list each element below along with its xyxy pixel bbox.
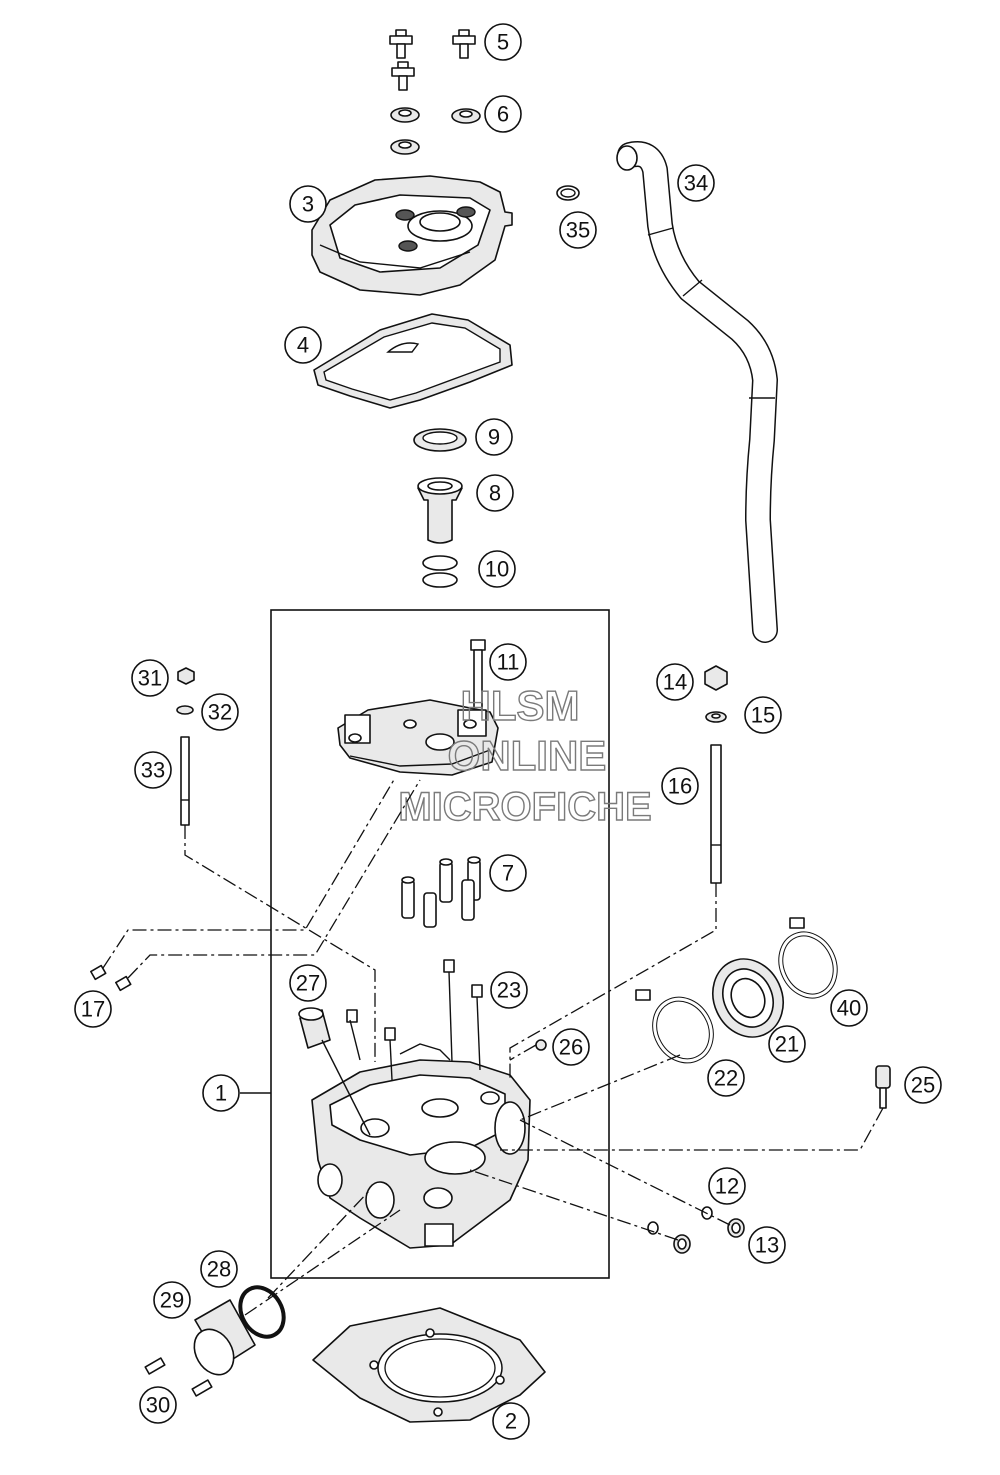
svg-text:34: 34: [684, 171, 708, 196]
callout-21[interactable]: 21: [768, 1025, 806, 1063]
svg-text:3: 3: [302, 192, 314, 217]
svg-text:32: 32: [208, 700, 232, 725]
callout-8[interactable]: 8: [476, 474, 514, 512]
watermark-line2: ONLINE: [448, 732, 607, 779]
svg-text:27: 27: [296, 971, 320, 996]
svg-text:25: 25: [911, 1073, 935, 1098]
callout-31[interactable]: 31: [131, 659, 169, 697]
callout-4[interactable]: 4: [284, 326, 322, 364]
watermark-line1: HLSM: [461, 682, 580, 729]
dowel-pin-part: [346, 959, 483, 1041]
svg-text:16: 16: [668, 774, 692, 799]
svg-text:11: 11: [497, 650, 520, 675]
svg-text:8: 8: [489, 481, 501, 506]
svg-text:9: 9: [488, 425, 500, 450]
temperature-sensor-part: [875, 1065, 891, 1109]
svg-text:31: 31: [138, 666, 162, 691]
svg-text:23: 23: [497, 978, 521, 1003]
cover-bolt-part: [389, 29, 476, 91]
callout-10[interactable]: 10: [478, 550, 516, 588]
svg-text:35: 35: [566, 218, 590, 243]
watermark-line3: MICROFICHE: [398, 785, 651, 829]
small-bolt-part: [90, 964, 132, 992]
callout-12[interactable]: 12: [708, 1167, 746, 1205]
callout-6[interactable]: 6: [484, 95, 522, 133]
leader-lines: [102, 777, 884, 1316]
seal-washer-part: [390, 107, 481, 155]
hose-clip-part: [556, 185, 580, 201]
svg-text:2: 2: [505, 1409, 517, 1434]
callout-29[interactable]: 29: [153, 1281, 191, 1319]
svg-text:30: 30: [146, 1393, 170, 1418]
svg-text:10: 10: [485, 557, 509, 582]
callout-14[interactable]: 14: [656, 663, 694, 701]
svg-text:17: 17: [81, 997, 105, 1022]
callout-16[interactable]: 16: [661, 767, 699, 805]
svg-text:1: 1: [215, 1081, 227, 1106]
spark-plug-tube-part: [417, 477, 463, 544]
svg-text:22: 22: [714, 1066, 738, 1091]
svg-text:26: 26: [559, 1035, 583, 1060]
callout-33[interactable]: 33: [134, 751, 172, 789]
watermark: HLSM ONLINE MICROFICHE: [398, 681, 653, 829]
callout-2[interactable]: 2: [492, 1402, 530, 1440]
callout-15[interactable]: 15: [744, 696, 782, 734]
o-ring-part: [422, 555, 458, 588]
callout-13[interactable]: 13: [748, 1226, 786, 1264]
callout-1[interactable]: 1: [202, 1074, 240, 1112]
cylinder-head-part: [311, 1043, 531, 1249]
rocker-carrier-part: [337, 699, 499, 776]
callout-30[interactable]: 30: [139, 1386, 177, 1424]
callout-9[interactable]: 9: [475, 418, 513, 456]
callout-34[interactable]: 34: [677, 164, 715, 202]
intake-boot-part: [712, 958, 784, 1038]
svg-text:14: 14: [663, 670, 687, 695]
callout-connectors: [321, 971, 481, 1136]
callout-7[interactable]: 7: [489, 854, 527, 892]
stud-left-part: [176, 667, 195, 826]
head-gasket-part: [312, 1307, 546, 1423]
callout-17[interactable]: 17: [74, 990, 112, 1028]
spark-plug-seal-part: [413, 428, 467, 452]
svg-text:40: 40: [837, 996, 861, 1021]
svg-text:15: 15: [751, 703, 775, 728]
svg-text:13: 13: [755, 1233, 779, 1258]
breather-hose-part: [616, 141, 778, 643]
valve-guide-part: [401, 856, 481, 928]
svg-text:29: 29: [160, 1288, 184, 1313]
valve-cover-part: [311, 175, 513, 296]
callout-27[interactable]: 27: [289, 964, 327, 1002]
callout-35[interactable]: 35: [559, 211, 597, 249]
cover-gasket-part: [313, 313, 513, 409]
callout-26[interactable]: 26: [552, 1028, 590, 1066]
assembly-group-frame: [270, 609, 610, 1279]
svg-text:28: 28: [207, 1257, 231, 1282]
intake-clamp-part: [635, 989, 714, 1064]
callout-5[interactable]: 5: [484, 23, 522, 61]
svg-text:5: 5: [497, 30, 509, 55]
callout-3[interactable]: 3: [289, 185, 327, 223]
callout-40[interactable]: 40: [830, 989, 868, 1027]
callout-22[interactable]: 22: [707, 1059, 745, 1097]
sleeve-part: [298, 1007, 331, 1049]
callout-23[interactable]: 23: [490, 971, 528, 1009]
svg-text:21: 21: [775, 1032, 799, 1057]
svg-text:6: 6: [497, 102, 509, 127]
svg-text:12: 12: [715, 1174, 739, 1199]
svg-text:4: 4: [297, 333, 309, 358]
plug-bolt-part: [535, 1039, 547, 1051]
intake-clamp-outer-part: [778, 917, 838, 999]
callout-11[interactable]: 11: [489, 643, 527, 681]
exhaust-flange-part: [144, 1285, 286, 1397]
svg-text:33: 33: [141, 758, 165, 783]
callouts: 1 2 3 4 5 6 7 8 9 10 11 12 13 14 15 16 1…: [74, 23, 942, 1440]
stud-right-part: [704, 665, 728, 884]
callout-25[interactable]: 25: [904, 1066, 942, 1104]
callout-32[interactable]: 32: [201, 693, 239, 731]
svg-text:7: 7: [502, 861, 514, 886]
drain-plug-part: [647, 1206, 745, 1254]
callout-28[interactable]: 28: [200, 1250, 238, 1288]
